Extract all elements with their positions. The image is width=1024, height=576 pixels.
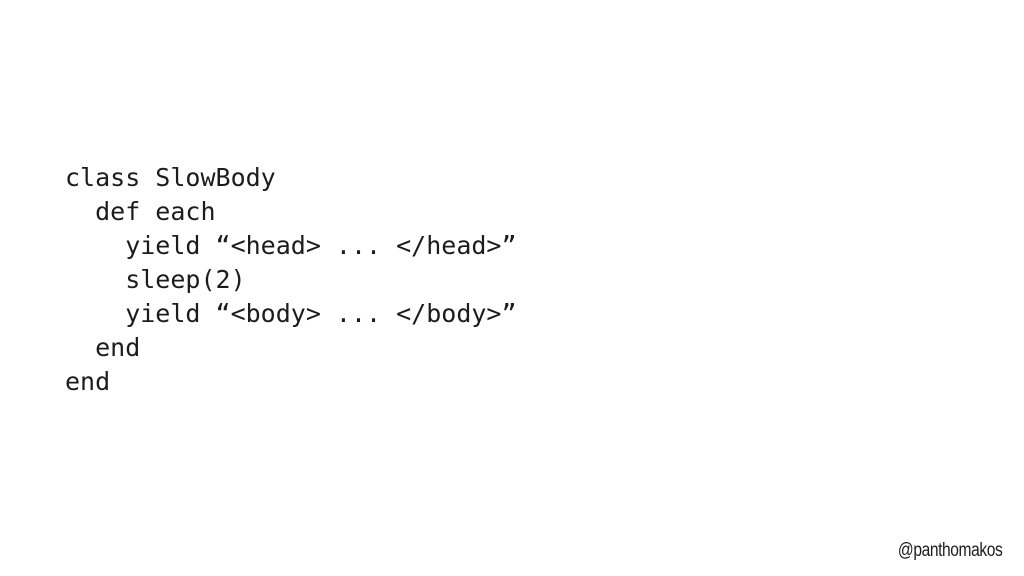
author-handle: @panthomakos [897, 540, 1003, 561]
code-line-5: yield “<body> ... </body>” [65, 299, 517, 328]
code-line-6: end [65, 333, 141, 362]
code-line-1: class SlowBody [65, 163, 276, 192]
code-block: class SlowBody def each yield “<head> ..… [65, 161, 517, 399]
code-line-2: def each [65, 197, 216, 226]
code-line-4: sleep(2) [65, 265, 246, 294]
code-line-3: yield “<head> ... </head>” [65, 231, 517, 260]
code-line-7: end [65, 367, 111, 396]
